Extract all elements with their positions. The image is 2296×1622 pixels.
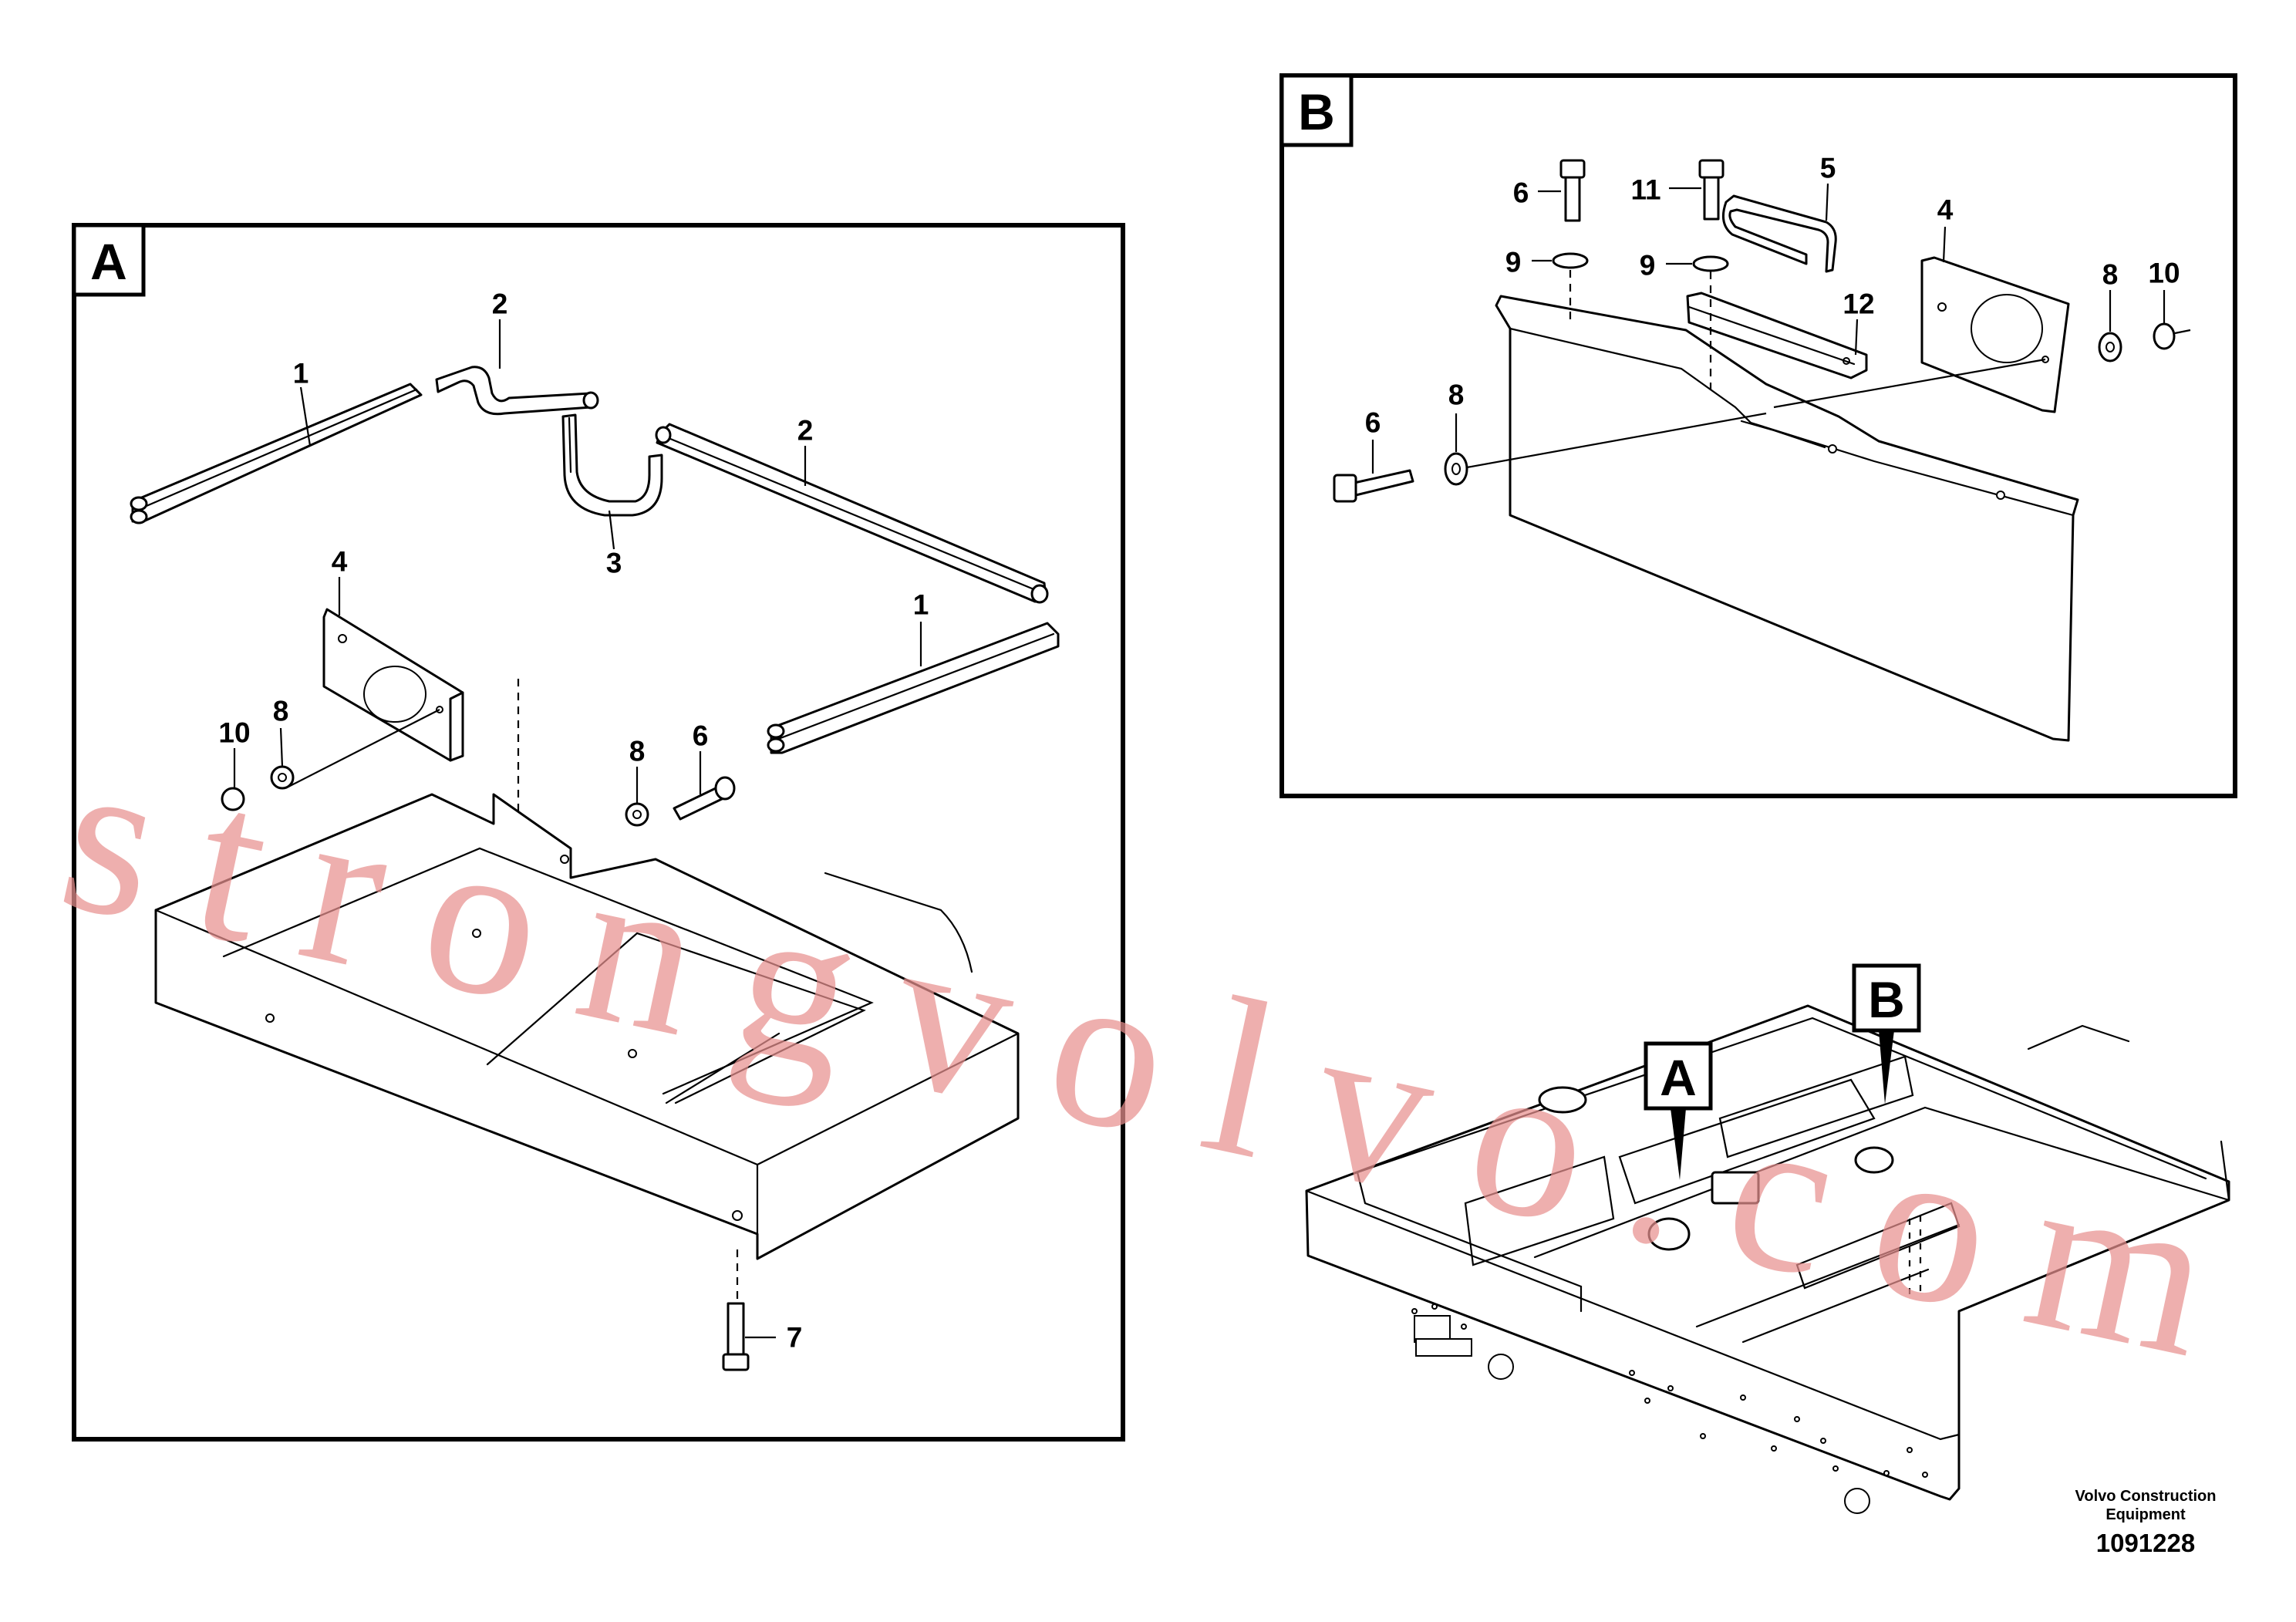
detail-a-callouts: 1 2 1 2 3 4 10 8 8 6 7 <box>218 288 929 1354</box>
b-callout-10: 10 <box>2148 258 2180 289</box>
drawing-credit: Volvo Construction Equipment 1091228 <box>2075 1488 2217 1557</box>
b-callout-12: 12 <box>1843 288 1874 320</box>
overview-marker-a: A <box>1644 1041 1713 1180</box>
callout-7: 7 <box>787 1322 803 1354</box>
b-callout-6-left: 6 <box>1365 407 1381 439</box>
rail-hole-left <box>1488 1354 1514 1380</box>
b-part-12 <box>1686 292 1868 379</box>
detail-a-tag: A <box>90 233 127 290</box>
part-2-long-rod <box>655 423 1049 604</box>
credit-line-1: Volvo Construction <box>2075 1488 2217 1505</box>
detail-b-tag: B <box>1298 83 1335 140</box>
callout-1-right: 1 <box>913 589 929 621</box>
detail-b-panel: B <box>1279 73 2237 798</box>
b-part-5-clip <box>1721 194 1837 273</box>
detail-b-callouts: 6 9 11 9 5 4 8 10 12 6 8 <box>1365 153 2180 474</box>
credit-line-2: Equipment <box>2106 1506 2186 1523</box>
callout-6: 6 <box>693 720 709 752</box>
b-washer-9-left <box>1552 252 1589 269</box>
detail-a-frame <box>72 223 1125 1442</box>
b-callout-11: 11 <box>1630 174 1660 206</box>
b-callout-9-right: 9 <box>1640 250 1656 282</box>
detail-a-panel: A <box>72 223 1125 1442</box>
parts-8-6-middle <box>625 776 736 827</box>
callout-2-right: 2 <box>797 415 814 447</box>
b-part-4-plate <box>1773 256 2070 413</box>
part-1-rods-left <box>130 383 423 524</box>
detail-b-tag-box <box>1279 73 1354 147</box>
callout-1-left: 1 <box>293 358 309 389</box>
overview-frame-drawing <box>1305 1004 2230 1514</box>
b-callout-8-right: 8 <box>2102 259 2119 291</box>
tray-assembly <box>154 793 1020 1260</box>
part-3-u-bracket <box>561 413 663 517</box>
callout-8-left: 8 <box>273 696 289 727</box>
b-callout-6-top: 6 <box>1513 177 1529 209</box>
b-callout-8-left: 8 <box>1448 379 1465 411</box>
overview-marker-b-label: B <box>1868 971 1905 1028</box>
part-2-bent-rod <box>435 366 599 416</box>
callout-2-top: 2 <box>492 288 508 320</box>
b-callout-4: 4 <box>1937 194 1954 226</box>
overview-marker-a-label: A <box>1660 1049 1697 1106</box>
part-1-rods-right <box>767 622 1060 754</box>
b-bracket-plate <box>1495 295 2079 742</box>
b-callout-9-left: 9 <box>1505 247 1522 278</box>
b-parts-6-8-left <box>1333 412 1767 503</box>
document-number: 1091228 <box>2096 1529 2195 1557</box>
callout-8-middle: 8 <box>629 736 646 767</box>
rail-hole-right <box>1844 1488 1870 1514</box>
b-washer-9-right <box>1692 255 1729 272</box>
overview-marker-b: B <box>1852 963 1921 1104</box>
b-bolts-top <box>1552 159 1729 392</box>
part-7-bolt <box>722 1249 750 1371</box>
rail-bracket <box>1414 1315 1451 1343</box>
callout-4: 4 <box>332 546 348 578</box>
b-parts-8-10-right <box>2098 322 2191 363</box>
b-callout-5: 5 <box>1820 153 1836 184</box>
parts-10-8-left <box>221 765 295 811</box>
callout-10: 10 <box>218 717 250 749</box>
callout-3: 3 <box>606 548 622 579</box>
detail-a-tag-box <box>72 223 146 297</box>
